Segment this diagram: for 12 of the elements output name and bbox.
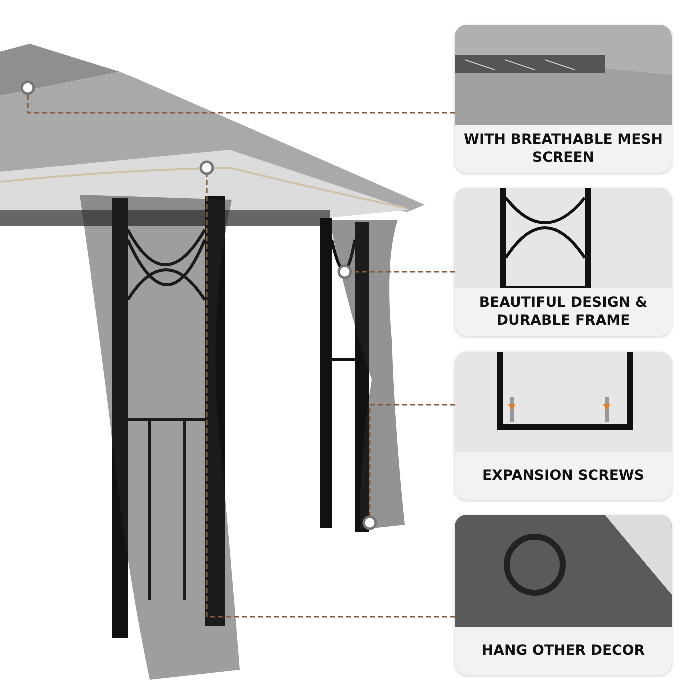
feature-caption: WITH BREATHABLE MESH SCREEN — [463, 131, 664, 168]
feature-card — [455, 188, 672, 336]
feature-caption: HANG OTHER DECOR — [480, 642, 646, 661]
leader-line — [362, 404, 455, 530]
leader-line — [200, 160, 455, 618]
feature-card — [455, 515, 672, 675]
leader-line — [338, 264, 455, 280]
feature-card — [455, 25, 672, 173]
feature-caption: BEAUTIFUL DESIGN & DURABLE FRAME — [478, 294, 649, 331]
feature-card — [455, 352, 672, 500]
leader-line — [20, 80, 455, 114]
feature-caption: EXPANSION SCREWS — [482, 467, 646, 486]
